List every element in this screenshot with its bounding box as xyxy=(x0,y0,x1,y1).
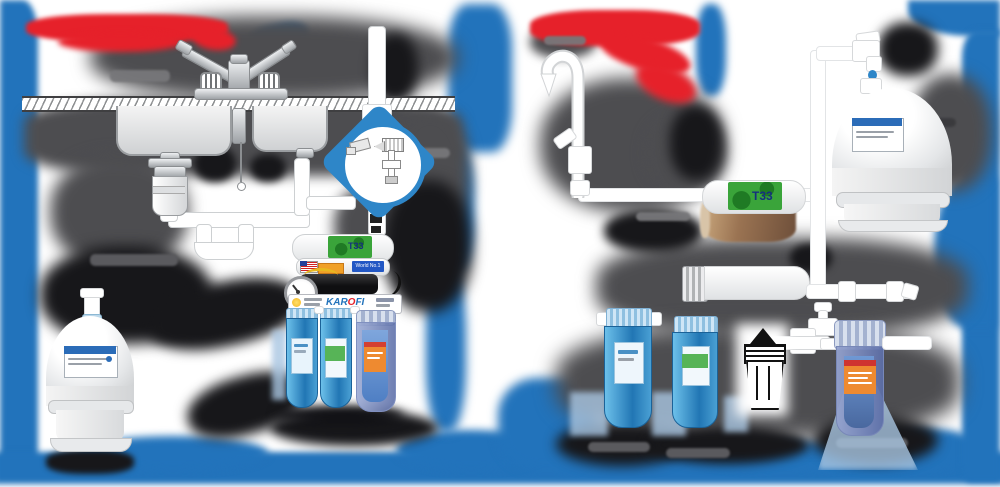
sink-basin-right xyxy=(252,106,328,152)
t33-label xyxy=(328,236,372,258)
t33-stand-highlight xyxy=(700,202,710,238)
tank-skirt xyxy=(56,410,124,442)
tank-label-band xyxy=(64,346,116,354)
blue-patch-right-title xyxy=(696,4,726,96)
faucet-pull-ball xyxy=(237,182,246,191)
filter-housing-3-label-red xyxy=(364,342,386,347)
filterC-label-lines xyxy=(848,372,872,374)
tank-faucet-drip xyxy=(868,70,877,80)
brand-logo-accent: O xyxy=(347,297,356,308)
ghost-text xyxy=(90,254,178,266)
left-title-blob xyxy=(58,32,184,52)
filterC-out-pipe xyxy=(882,336,932,350)
filter-housing-3-label-lines xyxy=(367,352,383,354)
lineart-filter-line xyxy=(756,366,758,400)
lineart-filter-body xyxy=(746,360,784,410)
filter-housing-1-label xyxy=(291,338,313,374)
faucet-base-plate xyxy=(194,88,288,100)
membrane2-housing xyxy=(704,266,810,300)
p-trap-bottom xyxy=(194,242,254,260)
filterC-label-red xyxy=(844,360,876,366)
text-blob xyxy=(878,22,938,76)
tank2-label-band xyxy=(852,118,902,126)
pipe-coupler xyxy=(838,281,856,302)
blue-tag: World No.1 xyxy=(352,261,384,272)
drain-pipe-exit xyxy=(306,196,356,210)
tank-label-dot xyxy=(106,356,112,362)
gooseneck-faucet xyxy=(540,49,585,198)
tank2-body xyxy=(832,168,952,196)
ghost-text xyxy=(666,448,730,458)
brand-logo: KAROFI xyxy=(326,297,364,308)
tank2-label-lines xyxy=(856,131,894,133)
tank2-base-lip xyxy=(838,220,948,232)
pump-tube-yellow xyxy=(304,268,338,283)
filterA-label-lines xyxy=(618,350,638,354)
flag-canton xyxy=(300,261,307,266)
brand-cert-marks xyxy=(376,304,390,307)
t33-inline-text: T33 xyxy=(752,189,773,203)
faucet-shank xyxy=(232,108,246,144)
ghost-text xyxy=(588,442,650,452)
gooseneck-base xyxy=(570,180,590,196)
filterC-label-lines xyxy=(848,377,868,379)
filterB-label-green xyxy=(682,354,708,368)
inset-valve-spout xyxy=(346,147,356,155)
faucet-pull-rod xyxy=(240,142,242,182)
tank-base-lip xyxy=(50,438,132,452)
sink-drain-right xyxy=(296,148,314,158)
brand-logo-part1: KAR xyxy=(326,297,348,308)
tank-stem-cap xyxy=(80,288,104,298)
tank-caption-blob xyxy=(46,450,134,474)
filter-housing-1-label-lines xyxy=(294,350,306,353)
filter-housing-1-label-lines xyxy=(294,344,308,347)
ghost-text xyxy=(110,70,170,82)
blue-frame-left-strip xyxy=(0,0,38,476)
filterC-label-lines xyxy=(848,382,872,384)
tank2-label-lines xyxy=(856,136,888,138)
text-blob xyxy=(250,154,286,182)
filterB-body xyxy=(672,332,718,428)
gooseneck-tip xyxy=(540,73,557,98)
gooseneck-body xyxy=(542,51,583,198)
ghost-text xyxy=(636,212,690,221)
pipe-fitting-black xyxy=(370,214,382,223)
filterA-label-lines xyxy=(618,358,634,361)
brand-cert-marks xyxy=(376,298,394,302)
riser-pipe-vertical xyxy=(810,50,826,298)
gauge-hub xyxy=(296,290,300,294)
light-beam xyxy=(272,330,286,400)
disposal-band xyxy=(153,186,185,194)
faucet-column-cap xyxy=(230,54,248,64)
t33-text: T33 xyxy=(348,241,364,251)
pipe-fitting-black xyxy=(371,226,381,233)
filter-nub xyxy=(314,306,324,314)
tank-label-lines xyxy=(68,363,102,365)
text-blob xyxy=(670,106,722,180)
brand-logo-part2: FI xyxy=(355,297,365,308)
filter-housing-3-label-lines xyxy=(367,357,380,359)
brand-fineprint xyxy=(304,298,322,301)
disposal-body xyxy=(152,176,188,216)
lineart-filter-line xyxy=(768,366,770,400)
tank-label-lines xyxy=(68,358,108,360)
t33-inline-label xyxy=(728,182,782,210)
filterA-label xyxy=(614,342,644,384)
ghost-text xyxy=(544,36,586,45)
inset-valve-tee xyxy=(382,160,401,169)
sink-basin-left xyxy=(116,106,232,156)
filter-housing-2-label-green xyxy=(325,346,345,361)
brand-sun-icon xyxy=(292,298,301,307)
gooseneck-valve-body xyxy=(568,146,592,174)
light-beam xyxy=(570,392,608,436)
brand-fineprint xyxy=(304,303,320,306)
inset-valve-nut xyxy=(385,176,398,184)
